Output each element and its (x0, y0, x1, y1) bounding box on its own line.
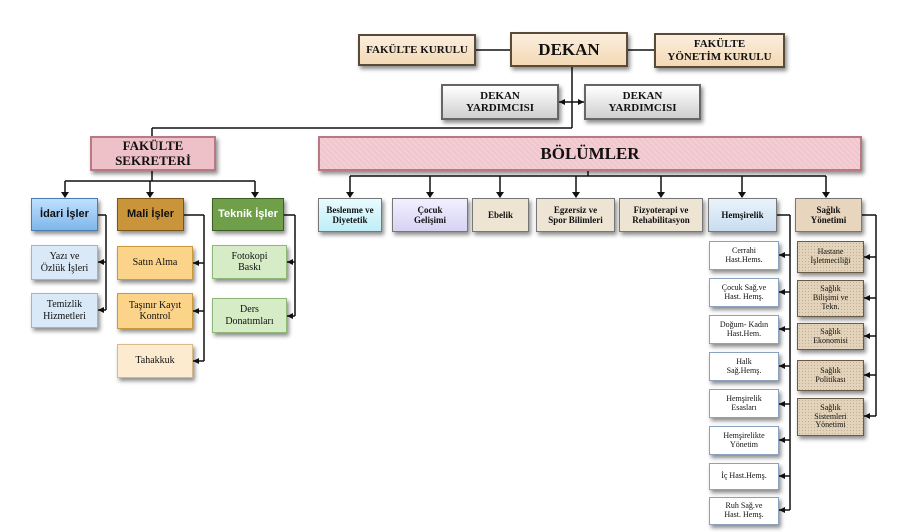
hemsirelik-sub-3: Doğum- Kadın Hast.Hem. (709, 315, 779, 344)
saglik-yonetimi-sub-2: Sağlık Bilişimi ve Tekn. (797, 280, 864, 317)
teknik-item-1: Fotokopi Baskı (212, 245, 287, 279)
dept-beslenme-label: Beslenme ve Diyetetik (326, 204, 374, 225)
mali-item-2-label: Taşınır Kayıt Kontrol (128, 299, 182, 322)
teknik-item-2-label: Ders Donatımları (225, 304, 274, 327)
hemsirelik-sub-5: Hemşirelik Esasları (709, 389, 779, 418)
saglik-yonetimi-sub-1-label: Hastane İşletmeciliği (810, 247, 851, 265)
hemsirelik-sub-3-label: Doğum- Kadın Hast.Hem. (719, 319, 769, 338)
dept-egzersiz-label: Egzersiz ve Spor Bilimleri (548, 204, 603, 225)
dept-saglik-yonetimi: Sağlık Yönetimi (795, 198, 862, 232)
saglik-yonetimi-sub-4: Sağlık Politikası (797, 360, 864, 391)
hemsirelik-sub-1: Cerrahi Hast.Hems. (709, 241, 779, 270)
bolumler-label: BÖLÜMLER (540, 143, 640, 163)
mali-item-2: Taşınır Kayıt Kontrol (117, 293, 193, 329)
dept-hemsirelik-label: Hemşirelik (721, 209, 764, 220)
dept-egzersiz: Egzersiz ve Spor Bilimleri (536, 198, 615, 232)
saglik-yonetimi-sub-3-label: Sağlık Ekonomisi (813, 326, 848, 345)
saglik-yonetimi-sub-5: Sağlık Sistemleri Yönetimi (797, 398, 864, 436)
hemsirelik-sub-6: Hemşirelikte Yönetim (709, 426, 779, 455)
hemsirelik-sub-7: İç Hast.Hemş. (709, 463, 779, 490)
saglik-yonetimi-sub-5-label: Sağlık Sistemleri Yönetimi (814, 402, 847, 430)
saglik-yonetimi-sub-4-label: Sağlık Politikası (815, 365, 846, 384)
idari-item-1-label: Yazı ve Özlük İşleri (40, 251, 89, 274)
fakulte-kurulu-box: FAKÜLTE KURULU (358, 34, 476, 66)
dekan-yardimcisi-1-box: DEKAN YARDIMCISI (441, 84, 559, 120)
teknik-item-1-label: Fotokopi Baskı (231, 250, 268, 273)
hemsirelik-sub-8: Ruh Sağ.ve Hast. Hemş. (709, 497, 779, 525)
saglik-yonetimi-sub-3: Sağlık Ekonomisi (797, 323, 864, 350)
hemsirelik-sub-1-label: Cerrahi Hast.Hems. (725, 245, 763, 264)
dekan-yardimcisi-2-label: DEKAN YARDIMCISI (608, 89, 677, 114)
idari-isler-box: İdari İşler (31, 198, 98, 231)
idari-item-2-label: Temizlik Hizmetleri (43, 299, 86, 322)
idari-item-2: Temizlik Hizmetleri (31, 293, 98, 328)
teknik-item-2: Ders Donatımları (212, 298, 287, 333)
mali-item-1-label: Satın Alma (132, 257, 178, 269)
mali-item-3: Tahakkuk (117, 344, 193, 378)
hemsirelik-sub-6-label: Hemşirelikte Yönetim (723, 430, 765, 449)
dept-beslenme: Beslenme ve Diyetetik (318, 198, 382, 232)
fakulte-sekreteri-label: FAKÜLTE SEKRETERİ (115, 137, 191, 168)
dekan-yardimcisi-2-box: DEKAN YARDIMCISI (584, 84, 701, 120)
dept-ebelik: Ebelik (472, 198, 529, 232)
hemsirelik-sub-2-label: Çocuk Sağ.ve Hast. Hemş. (721, 282, 767, 301)
fakulte-kurulu-label: FAKÜLTE KURULU (366, 43, 468, 56)
saglik-yonetimi-sub-2-label: Sağlık Bilişimi ve Tekn. (812, 284, 849, 311)
hemsirelik-sub-7-label: İç Hast.Hemş. (721, 471, 767, 481)
idari-isler-label: İdari İşler (40, 208, 89, 221)
saglik-yonetimi-sub-1: Hastane İşletmeciliği (797, 241, 864, 273)
hemsirelik-sub-4-label: Halk Sağ.Hemş. (726, 356, 762, 375)
dept-cocuk-gelisimi-label: Çocuk Gelişimi (414, 204, 446, 225)
dekan-label: DEKAN (538, 39, 600, 59)
mali-item-3-label: Tahakkuk (135, 355, 175, 367)
hemsirelik-sub-4: Halk Sağ.Hemş. (709, 352, 779, 381)
fakulte-sekreteri-box: FAKÜLTE SEKRETERİ (90, 136, 216, 171)
dept-cocuk-gelisimi: Çocuk Gelişimi (392, 198, 468, 232)
mali-item-1: Satın Alma (117, 246, 193, 280)
dept-hemsirelik: Hemşirelik (708, 198, 777, 232)
teknik-isler-label: Teknik İşler (218, 208, 278, 221)
dekan-box: DEKAN (510, 32, 628, 67)
dept-fizyoterapi: Fizyoterapi ve Rehabilitasyon (619, 198, 703, 232)
hemsirelik-sub-5-label: Hemşirelik Esasları (726, 393, 762, 412)
hemsirelik-sub-2: Çocuk Sağ.ve Hast. Hemş. (709, 278, 779, 307)
mali-isler-box: Mali İşler (117, 198, 184, 231)
hemsirelik-sub-8-label: Ruh Sağ.ve Hast. Hemş. (724, 501, 764, 519)
fakulte-yonetim-kurulu-box: FAKÜLTE YÖNETİM KURULU (654, 33, 785, 68)
dept-fizyoterapi-label: Fizyoterapi ve Rehabilitasyon (632, 204, 690, 225)
idari-item-1: Yazı ve Özlük İşleri (31, 245, 98, 280)
dept-ebelik-label: Ebelik (487, 209, 513, 220)
fakulte-yonetim-kurulu-label: FAKÜLTE YÖNETİM KURULU (667, 38, 772, 63)
dept-saglik-yonetimi-label: Sağlık Yönetimi (810, 204, 847, 225)
teknik-isler-box: Teknik İşler (212, 198, 284, 231)
dekan-yardimcisi-1-label: DEKAN YARDIMCISI (465, 89, 535, 114)
mali-isler-label: Mali İşler (126, 208, 175, 221)
bolumler-box: BÖLÜMLER (318, 136, 862, 171)
